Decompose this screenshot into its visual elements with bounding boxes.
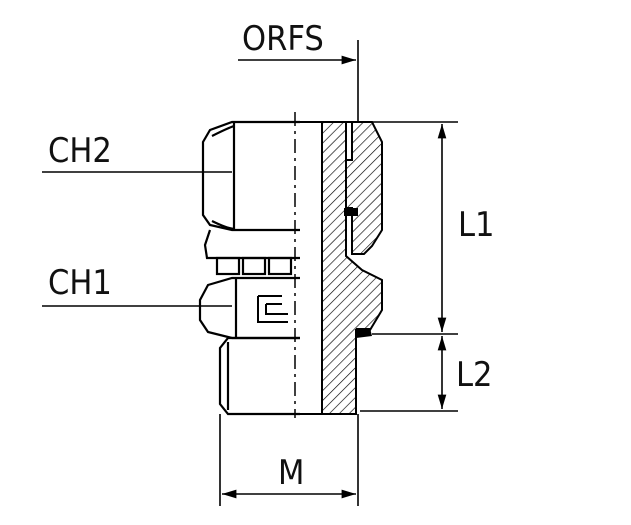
l2-label: L2: [456, 355, 493, 395]
ch2-label: CH2: [48, 131, 112, 171]
body-ch1: [198, 276, 300, 340]
o-ring: [344, 208, 358, 216]
m-label: M: [278, 453, 305, 493]
groove-square: [241, 256, 267, 276]
dimensions: [42, 40, 458, 506]
stud-seal: [356, 328, 372, 338]
fitting-section-view: [300, 121, 383, 415]
thread-stud: [218, 336, 300, 416]
nut-ch2: [201, 120, 300, 232]
nut-neck: [203, 229, 300, 260]
fitting-exterior-view: [198, 120, 300, 416]
l1-label: L1: [458, 205, 495, 245]
marking-symbol: [257, 295, 288, 323]
orfs-label: ORFS: [242, 19, 324, 59]
ch1-label: CH1: [48, 263, 112, 303]
groove-square: [267, 256, 293, 276]
nut-section: [345, 121, 383, 255]
groove-square: [215, 256, 241, 276]
